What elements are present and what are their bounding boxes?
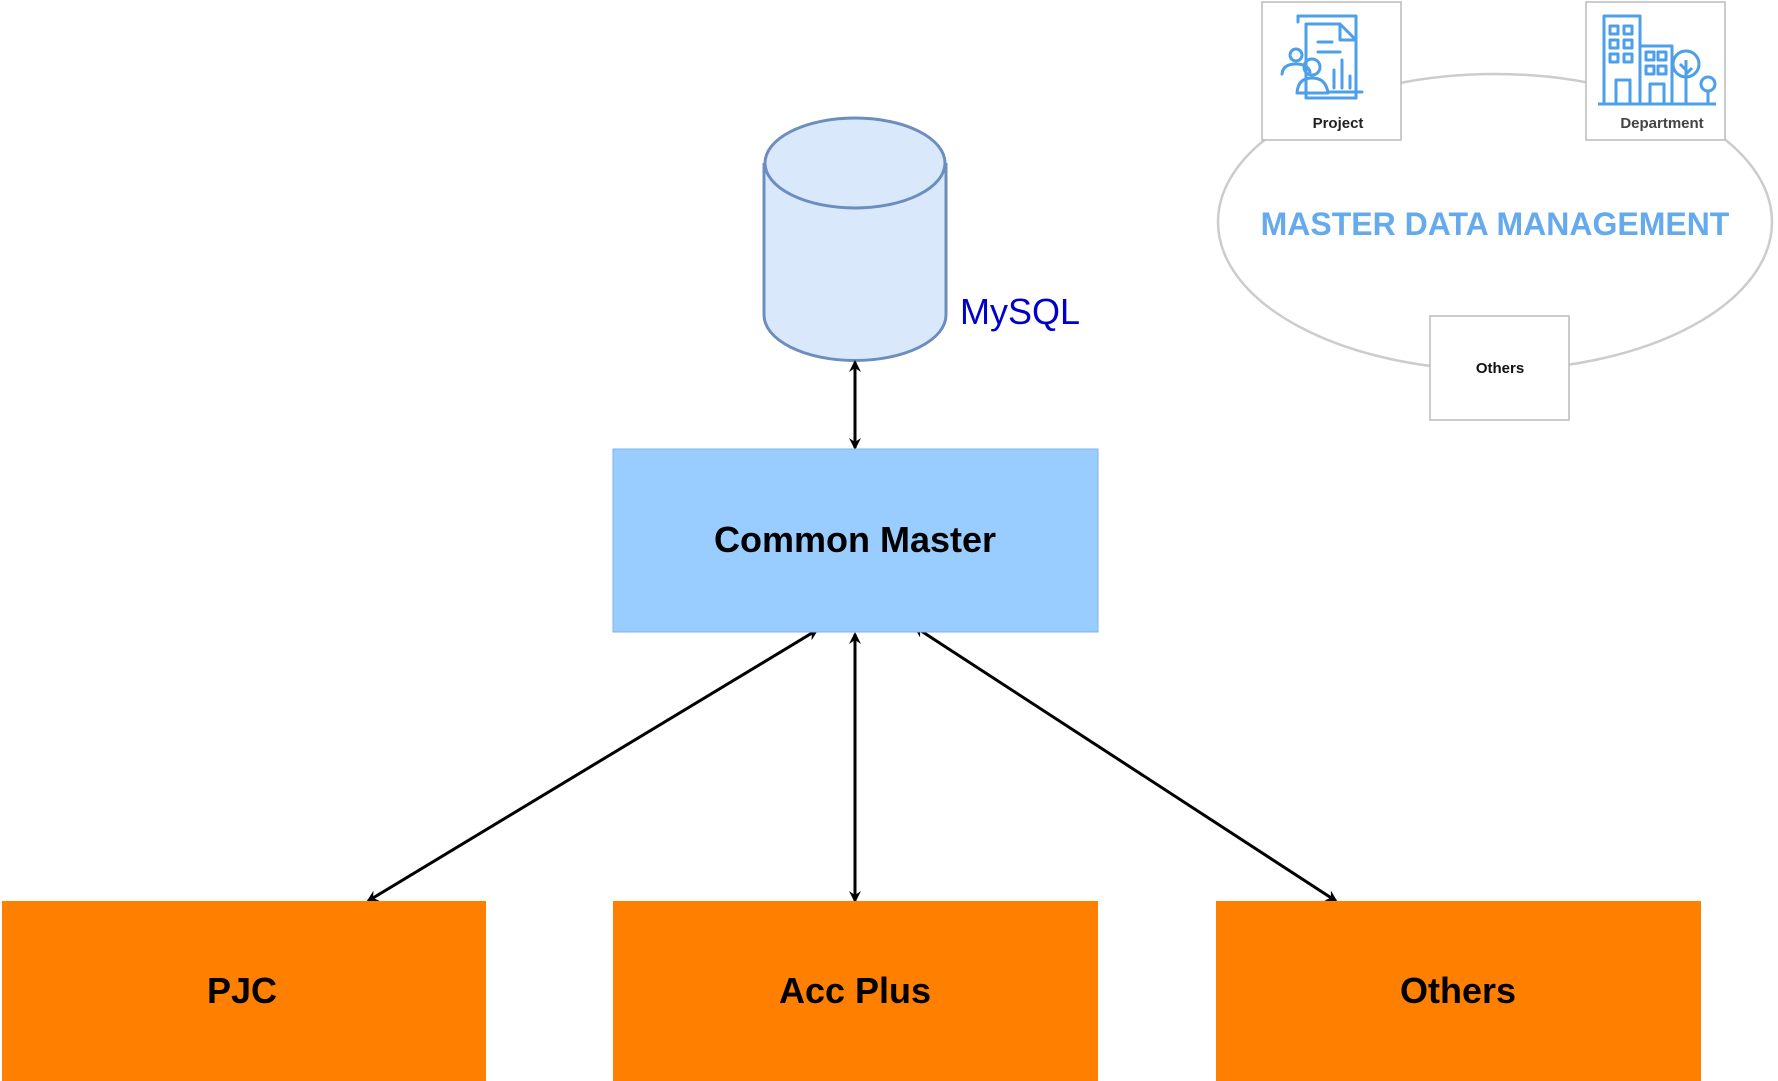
mysql-label: MySQL <box>960 291 1080 332</box>
mdm-item-others[interactable]: Others <box>1429 315 1570 421</box>
mdm-item-label: Department <box>1620 115 1703 132</box>
mdm-item-department[interactable]: Department <box>1585 1 1726 141</box>
common-master-label: Common Master <box>714 519 996 560</box>
consumer-label: PJC <box>207 970 277 1011</box>
hub-pjc-arrow <box>366 628 819 903</box>
consumer-accplus-box[interactable]: Acc Plus <box>613 901 1098 1081</box>
consumer-label: Acc Plus <box>779 970 931 1011</box>
hub-others-arrow <box>913 625 1338 903</box>
project-report-icon <box>1280 14 1364 100</box>
common-master-box[interactable]: Common Master <box>612 448 1099 633</box>
consumer-others-box[interactable]: Others <box>1216 901 1701 1081</box>
consumer-label: Others <box>1400 970 1516 1011</box>
mdm-group: MASTER DATA MANAGEMENT Project <box>1216 1 1774 421</box>
mdm-title: MASTER DATA MANAGEMENT <box>1261 206 1730 242</box>
mdm-item-label: Others <box>1476 360 1524 377</box>
connectors <box>366 360 1338 903</box>
consumer-pjc-box[interactable]: PJC <box>2 901 486 1081</box>
department-building-icon <box>1598 14 1717 106</box>
mdm-item-label: Project <box>1313 115 1364 132</box>
mysql-database[interactable]: MySQL <box>762 116 1080 362</box>
mdm-item-project[interactable]: Project <box>1261 1 1402 141</box>
